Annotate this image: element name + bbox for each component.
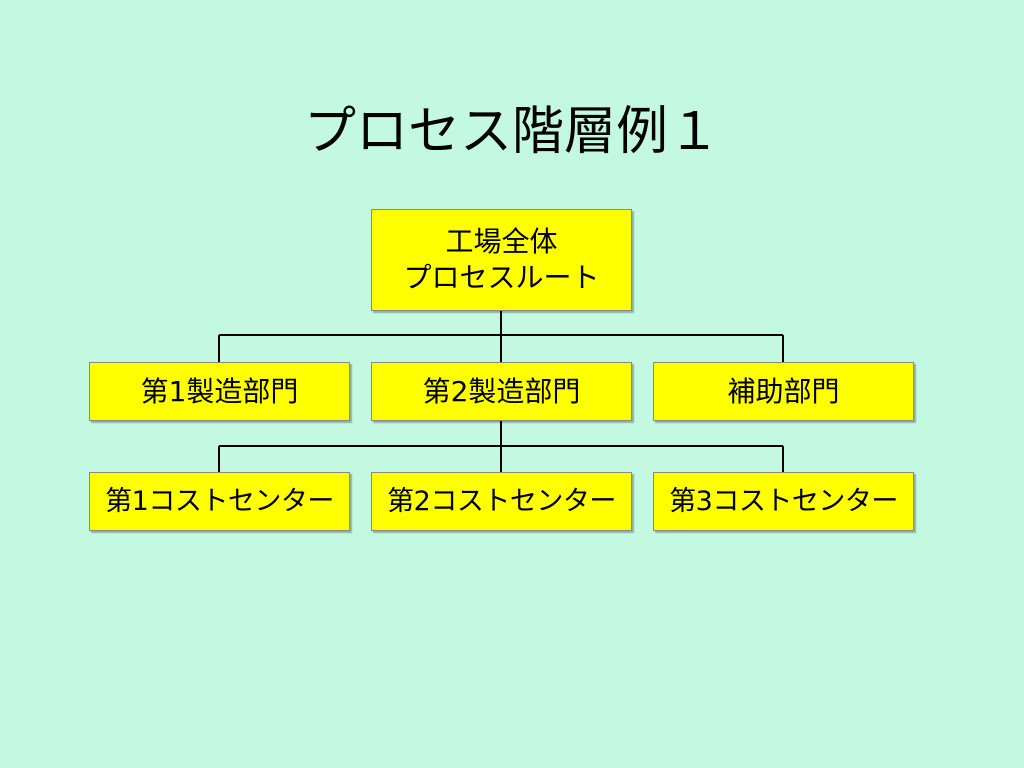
cost-center-node-1-label: 第1コストセンター [105, 485, 334, 517]
root-node-line-1: 工場全体 [445, 225, 558, 258]
root-node-plant-process-route: 工場全体 プロセスルート [371, 209, 632, 311]
department-node-2-label: 第2製造部門 [422, 374, 581, 408]
cost-center-node-3: 第3コストセンター [653, 472, 914, 531]
cost-center-node-2: 第2コストセンター [371, 472, 632, 531]
cost-center-node-3-label: 第3コストセンター [669, 485, 898, 517]
department-node-3-label: 補助部門 [727, 374, 840, 408]
department-node-1-label: 第1製造部門 [140, 374, 299, 408]
department-node-2: 第2製造部門 [371, 362, 632, 421]
cost-center-node-1: 第1コストセンター [89, 472, 350, 531]
department-node-1: 第1製造部門 [89, 362, 350, 421]
department-node-3: 補助部門 [653, 362, 914, 421]
slide-title: プロセス階層例１ [303, 102, 720, 162]
root-node-line-2: プロセスルート [403, 261, 600, 294]
cost-center-node-2-label: 第2コストセンター [387, 485, 616, 517]
